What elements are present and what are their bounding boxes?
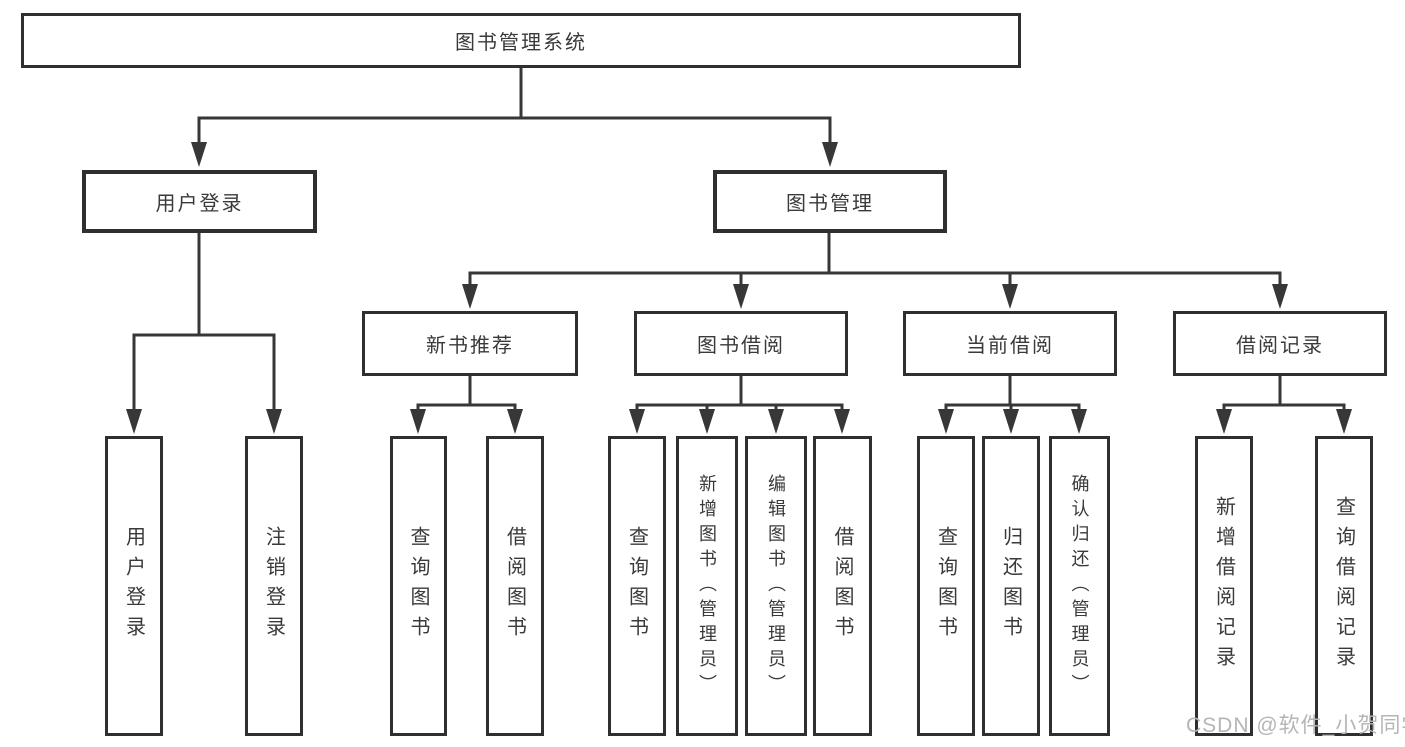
csdn-watermark: CSDN @软件_小贺同学 [1186, 714, 1405, 737]
node-bb-add-books-admin: 新增图书（管理员） [676, 436, 738, 736]
node-nb-query-books-label: 查询图书 [407, 526, 429, 646]
node-book-borrowing-label: 图书借阅 [697, 335, 785, 357]
node-new-book-recommend: 新书推荐 [362, 311, 578, 376]
node-br-add-record-label: 新增借阅记录 [1212, 496, 1235, 676]
node-nb-borrow-books-label: 借阅图书 [503, 526, 526, 646]
node-bb-edit-books-admin: 编辑图书（管理员） [745, 436, 807, 736]
node-nb-borrow-books: 借阅图书 [486, 436, 544, 736]
node-bb-borrow-books: 借阅图书 [813, 436, 872, 736]
node-book-borrowing: 图书借阅 [634, 311, 848, 376]
node-bb-add-books-admin-label: 新增图书（管理员） [697, 473, 717, 699]
node-root-label: 图书管理系统 [455, 32, 587, 54]
node-br-query-record: 查询借阅记录 [1315, 436, 1373, 736]
node-cb-return-books-label: 归还图书 [999, 526, 1022, 646]
node-nb-query-books: 查询图书 [390, 436, 447, 736]
node-br-add-record: 新增借阅记录 [1195, 436, 1253, 736]
node-cb-query-books-label: 查询图书 [934, 526, 957, 646]
node-logout-action-label: 注销登录 [262, 526, 285, 646]
node-current-borrowing-label: 当前借阅 [966, 335, 1054, 357]
node-bb-query-books-label: 查询图书 [625, 526, 648, 646]
node-bb-borrow-books-label: 借阅图书 [831, 526, 853, 646]
node-cb-query-books: 查询图书 [917, 436, 975, 736]
node-logout-action: 注销登录 [245, 436, 303, 736]
node-user-login-action: 用户登录 [105, 436, 163, 736]
node-root: 图书管理系统 [21, 13, 1021, 68]
node-user-login: 用户登录 [82, 170, 317, 233]
node-book-management-label: 图书管理 [786, 193, 874, 215]
node-new-book-recommend-label: 新书推荐 [426, 335, 514, 357]
node-current-borrowing: 当前借阅 [903, 311, 1117, 376]
node-bb-edit-books-admin-label: 编辑图书（管理员） [766, 473, 786, 699]
node-borrow-records-label: 借阅记录 [1236, 335, 1324, 357]
node-borrow-records: 借阅记录 [1173, 311, 1387, 376]
node-cb-return-books: 归还图书 [982, 436, 1040, 736]
node-user-login-action-label: 用户登录 [122, 526, 145, 646]
node-book-management: 图书管理 [713, 170, 947, 233]
node-cb-confirm-return-admin: 确认归还（管理员） [1049, 436, 1110, 736]
node-user-login-label: 用户登录 [155, 193, 244, 215]
node-br-query-record-label: 查询借阅记录 [1332, 496, 1355, 676]
node-cb-confirm-return-admin-label: 确认归还（管理员） [1069, 473, 1090, 699]
node-bb-query-books: 查询图书 [608, 436, 666, 736]
